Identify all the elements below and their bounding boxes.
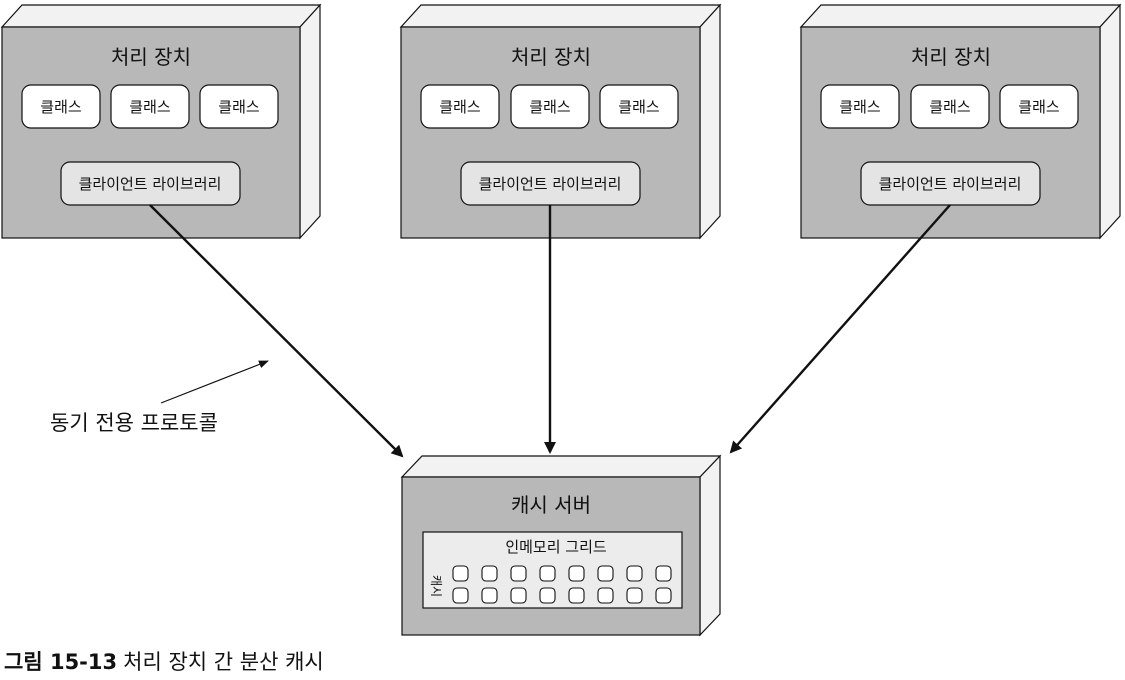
processing-unit-1-side-face [299, 3, 321, 240]
in-memory-grid-title: 인메모리 그리드 [505, 538, 607, 556]
arrow-unit3-to-cache [729, 204, 951, 454]
figure-number: 그림 15-13 [4, 650, 118, 674]
class-label: 클래스 [839, 98, 881, 116]
cache-cell [539, 565, 556, 582]
class-label: 클래스 [618, 98, 660, 116]
cache-cell [626, 587, 643, 604]
class-label: 클래스 [218, 98, 260, 116]
cache-cell [597, 587, 614, 604]
cache-cell [568, 587, 585, 604]
processing-unit-1: 처리 장치 클래스 클래스 클래스 클라이언트 라이브러리 [0, 3, 322, 240]
cache-cell [597, 565, 614, 582]
cache-cell [481, 565, 498, 582]
cache-cell [655, 565, 672, 582]
class-box [199, 84, 279, 129]
client-library-box [860, 161, 1041, 206]
class-box [21, 84, 101, 129]
processing-unit-2: 처리 장치 클래스 클래스 클래스 클라이언트 라이브러리 [399, 3, 722, 240]
class-label: 클래스 [529, 98, 571, 116]
processing-unit-1-top-face [0, 4, 322, 28]
cache-vertical-label: 캐시 [429, 575, 443, 597]
arrow-unit1-to-cache [149, 204, 404, 458]
protocol-pointer-arrow [160, 360, 269, 404]
processing-unit-3-top-face [799, 4, 1122, 28]
class-box [599, 84, 679, 129]
cache-server-title: 캐시 서버 [511, 493, 591, 517]
cache-cell [510, 587, 527, 604]
cache-cell [539, 587, 556, 604]
class-box [820, 84, 900, 129]
class-box [999, 84, 1079, 129]
cache-cell-grid [452, 565, 672, 604]
class-label: 클래스 [40, 98, 82, 116]
processing-unit-title: 처리 장치 [911, 45, 991, 69]
processing-unit-3-side-face [1099, 3, 1121, 240]
processing-unit-3: 처리 장치 클래스 클래스 클래스 클라이언트 라이브러리 [799, 3, 1122, 240]
cache-server-top-face [400, 455, 722, 478]
cache-cell [452, 587, 469, 604]
client-library-label: 클라이언트 라이브러리 [79, 175, 222, 193]
cache-cell [626, 565, 643, 582]
client-library-label: 클라이언트 라이브러리 [879, 175, 1022, 193]
processing-unit-2-side-face [699, 3, 721, 240]
cache-cell [481, 587, 498, 604]
cache-cell [655, 587, 672, 604]
cache-cell [510, 565, 527, 582]
processing-unit-2-top-face [399, 4, 722, 28]
class-label: 클래스 [129, 98, 171, 116]
client-library-label: 클라이언트 라이브러리 [479, 175, 622, 193]
class-box [420, 84, 500, 129]
class-box [910, 84, 990, 129]
class-label: 클래스 [439, 98, 481, 116]
figure-caption-text: 처리 장치 간 분산 캐시 [123, 650, 324, 674]
class-label: 클래스 [929, 98, 971, 116]
protocol-label: 동기 전용 프로토콜 [50, 411, 218, 435]
class-label: 클래스 [1018, 98, 1060, 116]
class-box [110, 84, 190, 129]
cache-cell [452, 565, 469, 582]
cache-cell [568, 565, 585, 582]
cache-server: 캐시 서버 인메모리 그리드 캐시 [400, 454, 722, 637]
processing-unit-title: 처리 장치 [511, 45, 591, 69]
cache-server-side-face [699, 454, 721, 637]
processing-unit-title: 처리 장치 [111, 45, 191, 69]
class-box [510, 84, 590, 129]
